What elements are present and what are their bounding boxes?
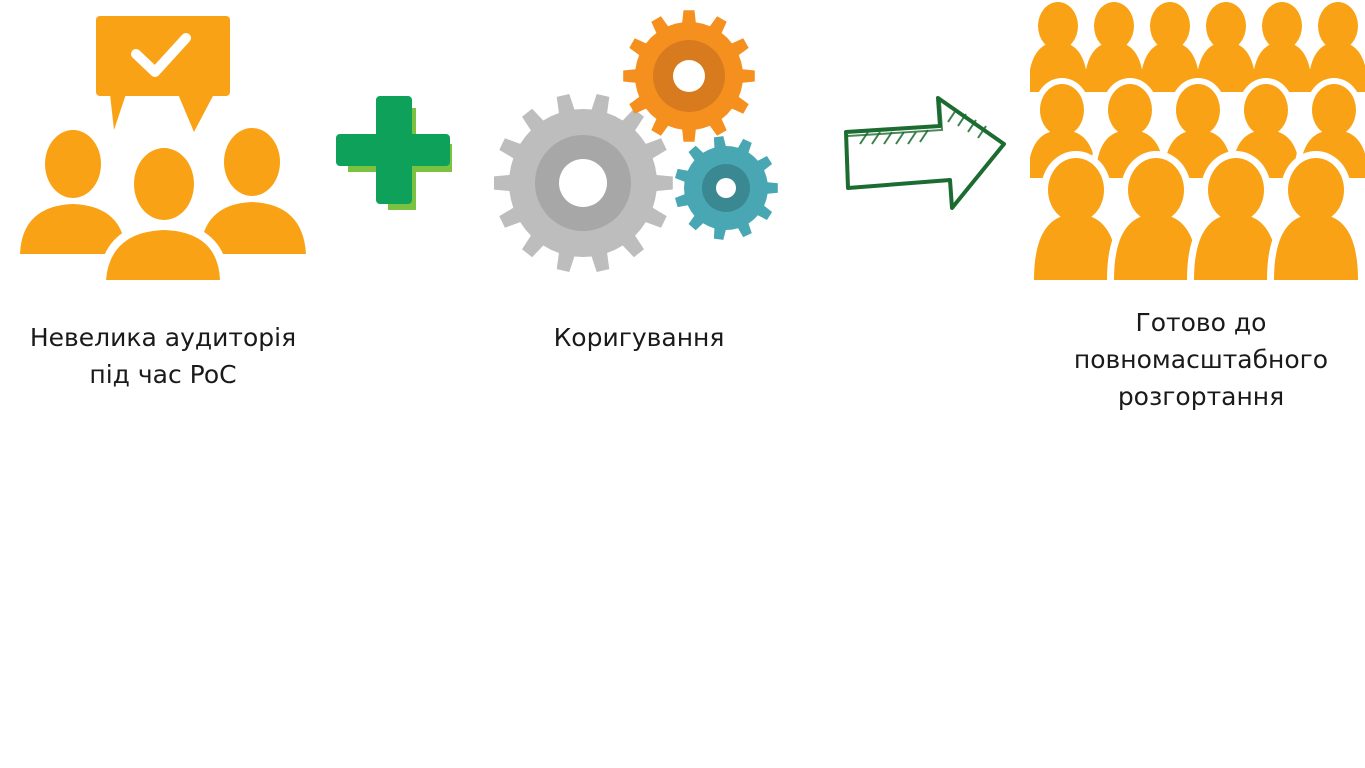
- plus-icon: [336, 96, 452, 210]
- person-icon: [1226, 78, 1306, 178]
- caption-ready-for-deployment: Готово до повномасштабного розгортання: [1050, 304, 1352, 415]
- person-icon: [1140, 2, 1200, 92]
- person-icon: [1267, 151, 1365, 280]
- person-icon: [1196, 2, 1256, 92]
- gears-icon: [494, 10, 778, 272]
- gear-gray: [494, 94, 673, 272]
- person-icon: [1107, 151, 1205, 280]
- person-icon: [1030, 2, 1088, 92]
- arrow-right-icon: [844, 96, 1006, 210]
- person-icon: [1030, 151, 1125, 280]
- caption-line: Невелика аудиторія: [29, 323, 297, 352]
- gear-orange: [623, 10, 755, 142]
- audience-with-checkmark-icon: [20, 16, 306, 286]
- caption-line: повномасштабного: [1073, 345, 1329, 374]
- caption-adjustment: Коригування: [500, 319, 778, 356]
- caption-line: Коригування: [553, 323, 725, 352]
- gear-teal: [675, 136, 778, 240]
- caption-small-audience: Невелика аудиторія під час PoC: [13, 319, 313, 393]
- crowd-icon: [1030, 2, 1365, 280]
- caption-line: під час PoC: [89, 360, 237, 389]
- person-icon: [1084, 2, 1144, 92]
- person-icon: [1308, 2, 1365, 92]
- caption-line: Готово до: [1135, 308, 1267, 337]
- person-icon: [1187, 151, 1285, 280]
- person-icon: [1252, 2, 1312, 92]
- caption-line: розгортання: [1117, 382, 1285, 411]
